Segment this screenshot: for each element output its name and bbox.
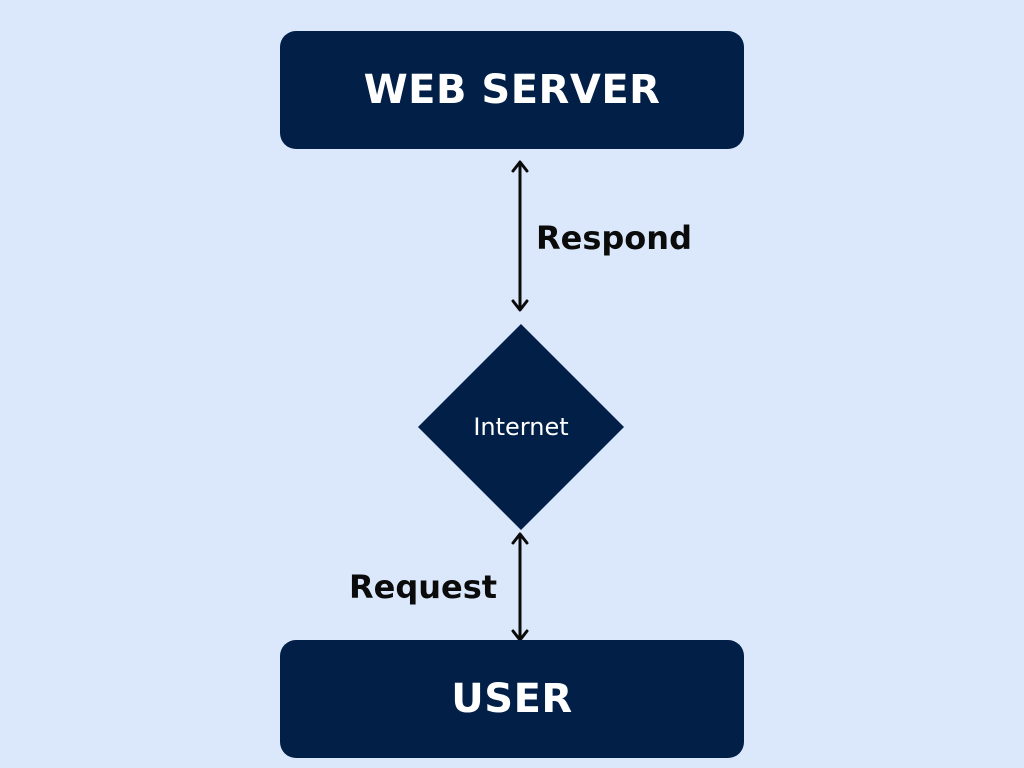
respond-arrow	[511, 160, 529, 312]
web-server-label: WEB SERVER	[363, 67, 661, 113]
internet-node: Internet	[418, 324, 624, 530]
web-server-node: WEB SERVER	[280, 31, 744, 149]
respond-label: Respond	[536, 219, 692, 257]
internet-diamond-shape	[418, 324, 624, 530]
request-label: Request	[349, 568, 498, 606]
request-arrow	[511, 532, 529, 642]
user-label: USER	[451, 676, 573, 722]
internet-label: Internet	[473, 413, 569, 441]
user-node: USER	[280, 640, 744, 758]
